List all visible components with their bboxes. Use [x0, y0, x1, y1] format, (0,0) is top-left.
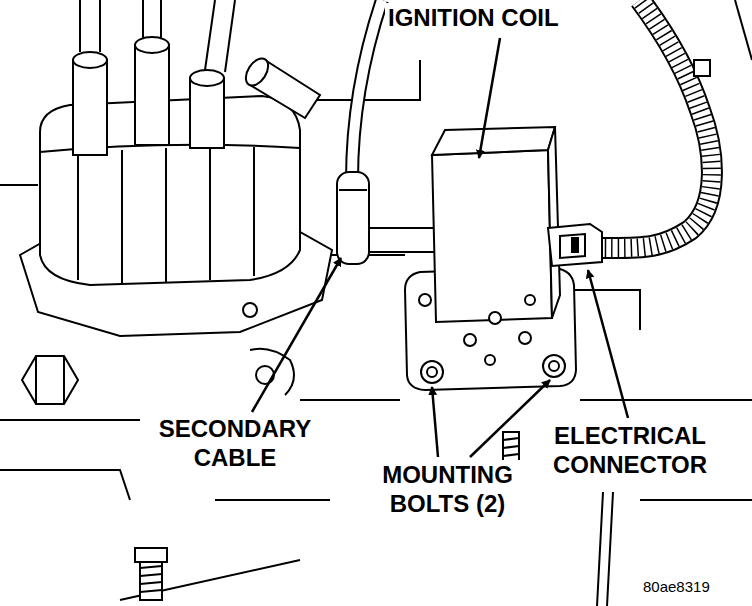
threaded-stud	[140, 566, 162, 592]
engine-block	[215, 499, 330, 501]
hex-nut	[22, 356, 78, 404]
wire-harness	[735, 0, 752, 60]
distributor	[73, 52, 107, 68]
wire-harness	[598, 0, 712, 248]
electrical-connector	[560, 234, 585, 258]
engine-block	[640, 499, 752, 501]
engine-block	[300, 399, 400, 401]
ignition-coil	[419, 294, 431, 306]
secondary-cable	[339, 189, 367, 191]
ignition-coil	[464, 334, 476, 346]
engine-block	[256, 366, 274, 384]
engine-block	[0, 470, 130, 500]
engine-block	[120, 560, 300, 600]
threaded-stud	[140, 560, 162, 600]
ignition-coil	[485, 355, 495, 365]
leader-arrow	[252, 38, 628, 457]
hex-nut	[36, 356, 64, 404]
secondary-cable	[352, 0, 382, 180]
ignition-coil	[519, 332, 531, 344]
part-label: MOUNTING BOLTS (2)	[355, 460, 540, 518]
ignition-coil	[427, 367, 437, 377]
engine-block	[0, 419, 150, 421]
ignition-coil	[432, 150, 552, 322]
electrical-connector	[572, 238, 578, 252]
wire-harness	[598, 0, 712, 248]
engine-block	[0, 60, 752, 600]
leader-arrow	[588, 270, 628, 418]
distributor	[190, 70, 224, 86]
figure-number: 80ae8319	[640, 578, 713, 596]
distributor	[190, 78, 224, 148]
ignition-coil	[421, 361, 443, 383]
ignition-coil	[432, 127, 555, 155]
wire-harness	[597, 0, 752, 606]
wire-harness	[598, 0, 712, 248]
wire-harness	[694, 60, 710, 76]
leader-arrow	[252, 258, 341, 412]
electrical-connector	[548, 224, 602, 266]
part-label: SECONDARY CABLE	[140, 414, 330, 472]
leader-arrow	[432, 387, 438, 457]
leader-arrow	[479, 38, 500, 158]
distributor	[78, 147, 254, 283]
electrical-connector	[548, 224, 602, 266]
engine-block	[575, 290, 640, 330]
distributor	[20, 0, 332, 336]
engine-block	[250, 349, 294, 395]
distributor	[80, 0, 235, 72]
ignition-coil	[548, 127, 560, 318]
secondary-cable	[337, 172, 369, 264]
secondary-cable	[360, 228, 435, 252]
engine-block	[580, 399, 752, 401]
part-label: ELECTRICAL CONNECTOR	[535, 421, 725, 479]
ignition-coil	[525, 295, 535, 305]
distributor	[135, 37, 169, 53]
distributor	[135, 45, 169, 145]
part-label: IGNITION COIL	[385, 3, 562, 32]
secondary-cable	[352, 0, 382, 180]
ignition-coil	[549, 361, 559, 371]
hex-nut	[22, 356, 78, 404]
ignition-coil	[543, 355, 565, 377]
secondary-cable	[337, 0, 435, 264]
distributor	[73, 60, 107, 155]
ignition-coil	[489, 312, 501, 324]
distributor	[243, 303, 257, 317]
engine-block	[0, 184, 38, 186]
distributor	[241, 55, 272, 90]
threaded-stud	[135, 548, 167, 562]
wire-harness	[597, 492, 613, 606]
threaded-stud	[503, 438, 519, 456]
